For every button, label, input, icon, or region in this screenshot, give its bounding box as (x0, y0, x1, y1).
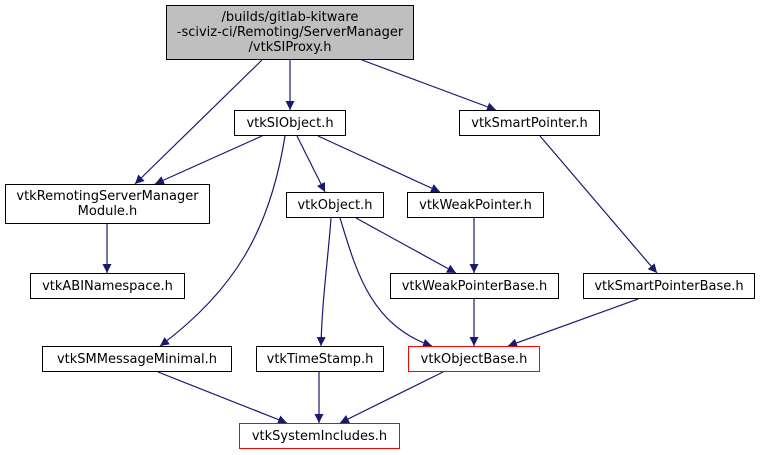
node-root-vtksiproxy: /builds/gitlab-kitware -sciviz-ci/Remoti… (166, 5, 414, 60)
edge-vtkSIObject-to-vtkWeakPointer (317, 135, 441, 193)
node-vtksmartpointer[interactable]: vtkSmartPointer.h (459, 110, 600, 136)
edge-vtkObject-to-vtkWeakPointerBase (355, 217, 457, 274)
node-label-line: /vtkSIProxy.h (248, 40, 332, 55)
edge-vtkSIObject-to-vtkRemotingServerManagerModule (154, 135, 263, 185)
edge-vtkSIObject-to-vtkObject (296, 135, 326, 193)
node-vtkremotingservermanagermodule[interactable]: vtkRemotingServerManager Module.h (5, 184, 210, 224)
edge-root-to-vtkRemotingServerManagerModule (134, 59, 263, 185)
node-label: vtkTimeStamp.h (266, 351, 374, 367)
node-label-line: /builds/gitlab-kitware (221, 10, 359, 25)
edge-vtkSIObject-to-vtkSMMessageMinimal (159, 135, 286, 347)
node-label: vtkSIObject.h (246, 115, 334, 131)
node-vtkobject[interactable]: vtkObject.h (286, 192, 384, 218)
node-label-line: Module.h (77, 204, 138, 219)
edge-vtkSmartPointer-to-vtkSmartPointerBase (539, 135, 658, 274)
node-label: vtkObject.h (297, 197, 373, 213)
edge-vtkObjectBase-to-vtkSystemIncludes (339, 371, 444, 424)
node-vtkweakpointer[interactable]: vtkWeakPointer.h (407, 192, 544, 218)
node-vtkobjectbase[interactable]: vtkObjectBase.h (408, 346, 540, 372)
node-label-line: vtkRemotingServerManager (16, 189, 199, 204)
node-label-line: -sciviz-ci/Remoting/ServerManager (176, 25, 404, 40)
node-label: vtkSMMessageMinimal.h (56, 351, 218, 367)
node-label: vtkWeakPointer.h (419, 197, 532, 213)
node-label: vtkWeakPointerBase.h (401, 278, 548, 294)
node-vtkweakpointerbase[interactable]: vtkWeakPointerBase.h (390, 273, 559, 299)
node-vtkabinamespace[interactable]: vtkABINamespace.h (30, 273, 185, 299)
node-label: vtkSystemIncludes.h (251, 428, 388, 444)
node-label: vtkABINamespace.h (42, 278, 173, 294)
edge-vtkSmartPointerBase-to-vtkObjectBase (507, 298, 639, 348)
node-vtktimestamp[interactable]: vtkTimeStamp.h (256, 346, 384, 372)
node-label: vtkSmartPointer.h (471, 115, 588, 131)
node-label: vtkSmartPointerBase.h (594, 278, 744, 294)
edge-vtkObject-to-vtkObjectBase (339, 217, 433, 348)
node-label: vtkObjectBase.h (420, 351, 528, 367)
node-vtksiobject[interactable]: vtkSIObject.h (234, 110, 346, 136)
edge-vtkSMMessageMinimal-to-vtkSystemIncludes (157, 371, 288, 424)
edge-root-to-vtkSmartPointer (361, 59, 497, 112)
node-vtksmartpointerbase[interactable]: vtkSmartPointerBase.h (583, 273, 755, 299)
node-vtksystemincludes[interactable]: vtkSystemIncludes.h (239, 423, 400, 449)
edge-vtkObject-to-vtkTimeStamp (316, 217, 332, 347)
node-vtksmmessageminimal[interactable]: vtkSMMessageMinimal.h (42, 346, 232, 372)
